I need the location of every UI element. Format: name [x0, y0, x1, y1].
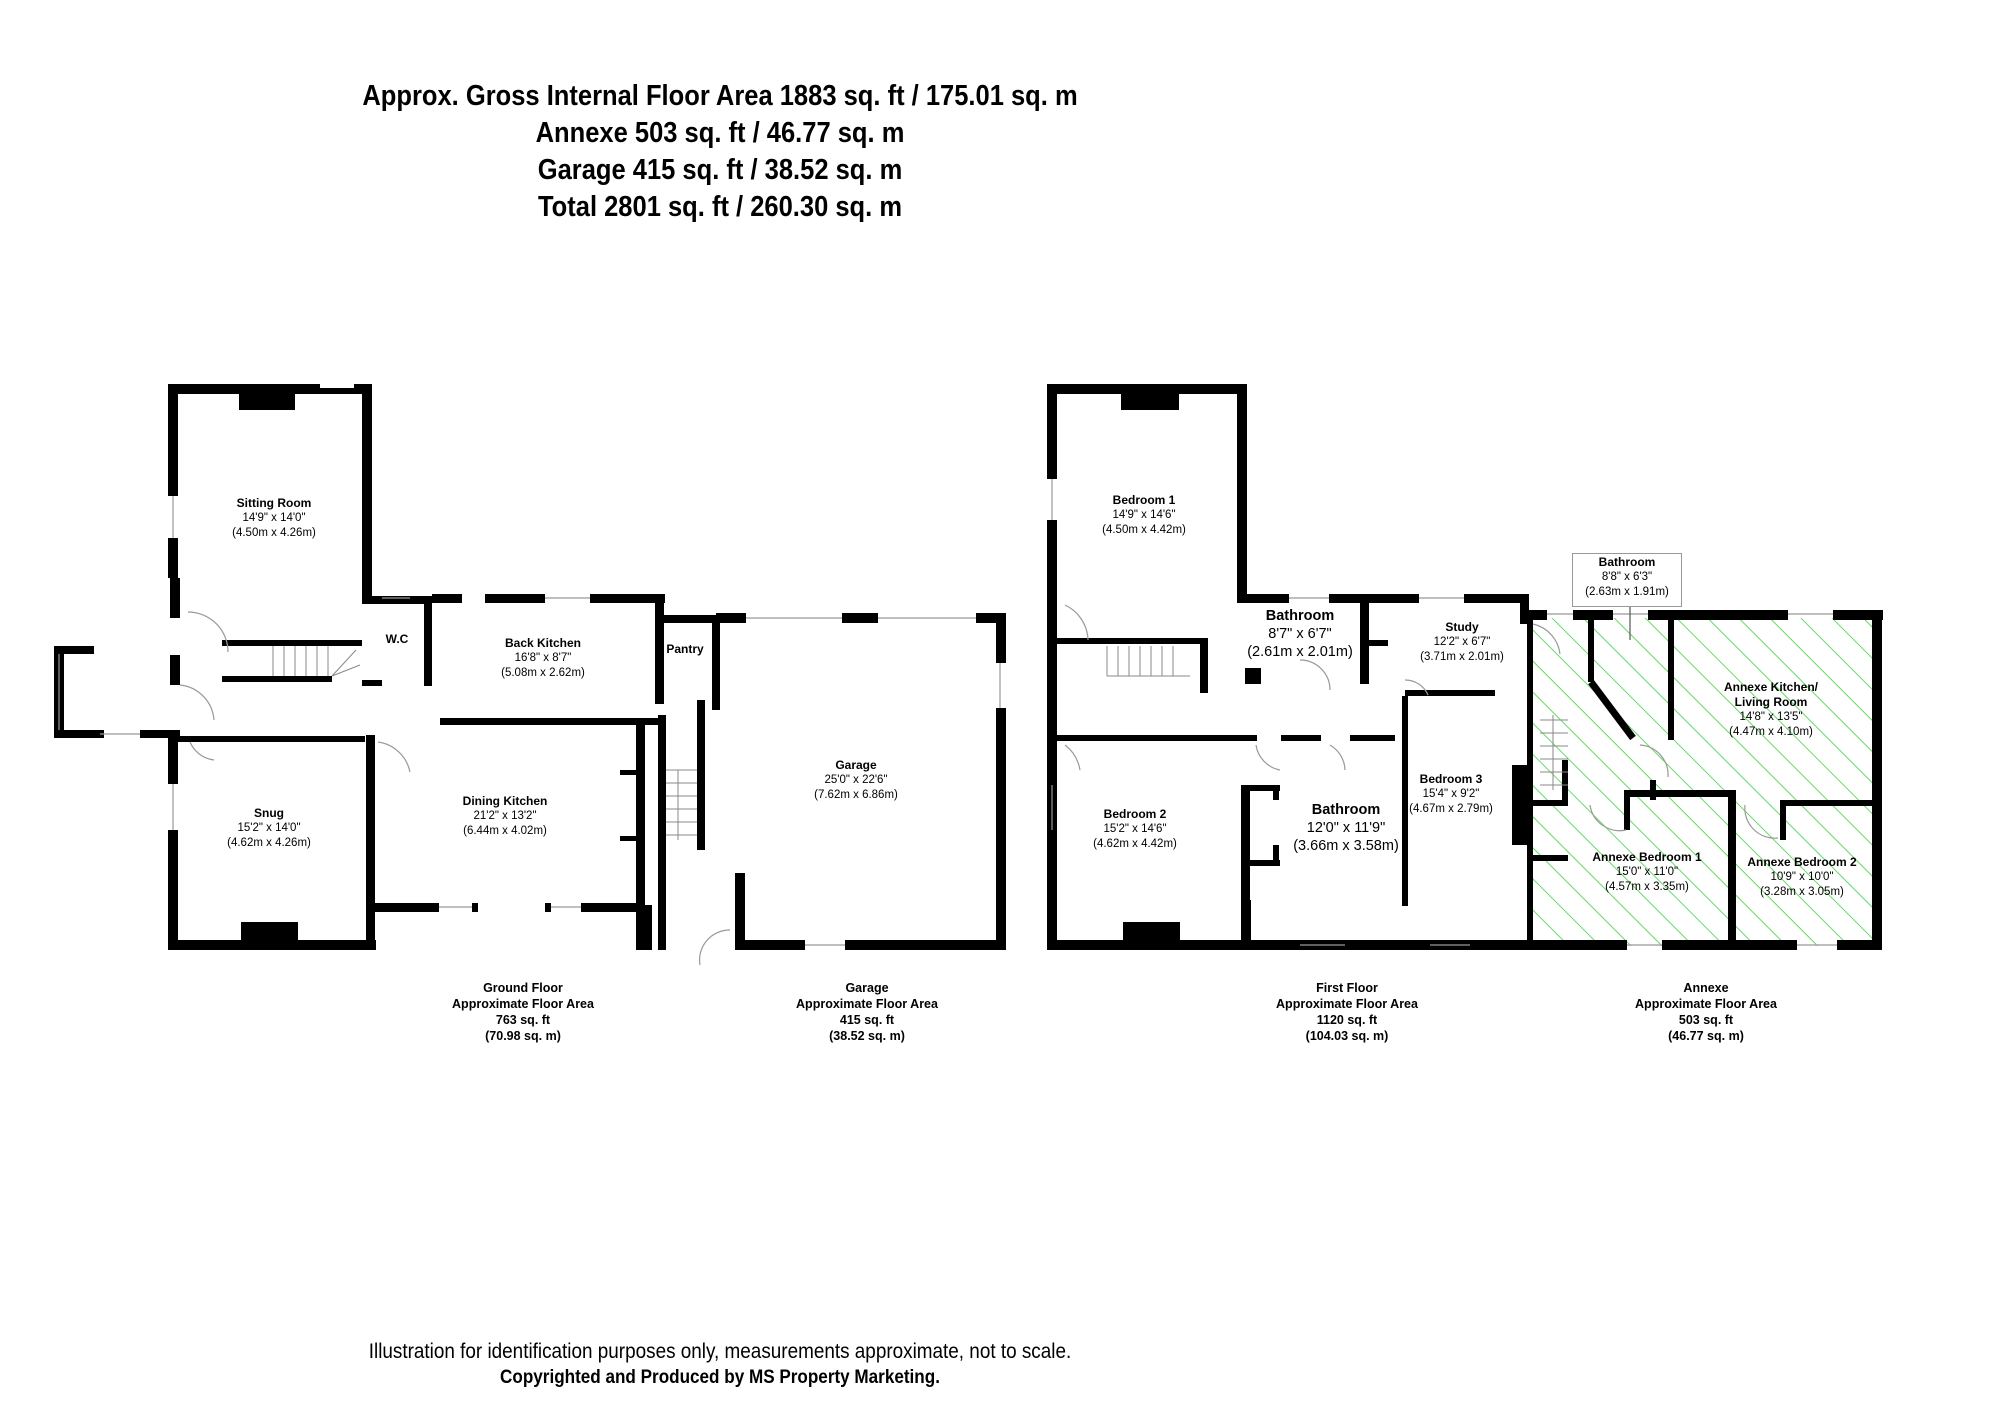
room-bedroom-3: Bedroom 3 15'4" x 9'2" (4.67m x 2.79m) [1409, 772, 1493, 815]
garage-area-caption: Garage Approximate Floor Area 415 sq. ft… [796, 981, 938, 1043]
annexe-area-caption: Annexe Approximate Floor Area 503 sq. ft… [1635, 981, 1777, 1043]
area-summary-header: Approx. Gross Internal Floor Area 1883 s… [0, 78, 1440, 226]
ground-floor-area-caption: Ground Floor Approximate Floor Area 763 … [452, 981, 594, 1043]
room-bathroom-first-small: Bathroom 8'7" x 6'7" (2.61m x 2.01m) [1247, 608, 1353, 660]
room-annexe-kitchen-living: Annexe Kitchen/ Living Room 14'8" x 13'5… [1723, 680, 1819, 738]
gross-internal-area: Approx. Gross Internal Floor Area 1883 s… [362, 80, 1078, 112]
annexe-bathroom-callout [1572, 553, 1682, 607]
room-pantry: Pantry [666, 642, 704, 656]
annexe-area: Annexe 503 sq. ft / 46.77 sq. m [535, 117, 905, 149]
annexe-plan [1527, 605, 1883, 950]
first-floor-plan [1047, 384, 1529, 950]
room-annexe-bedroom-1: Annexe Bedroom 1 15'0" x 11'0" (4.57m x … [1592, 850, 1702, 893]
room-bedroom-1: Bedroom 1 14'9" x 14'6" (4.50m x 4.42m) [1102, 493, 1186, 536]
ground-floor-details [58, 496, 1001, 966]
room-garage: Garage 25'0" x 22'6" (7.62m x 6.86m) [814, 758, 898, 801]
room-dining-kitchen: Dining Kitchen 21'2" x 13'2" (6.44m x 4.… [462, 794, 548, 837]
copyright-text: Copyrighted and Produced by MS Property … [500, 1367, 940, 1388]
room-bathroom-first-main: Bathroom 12'0" x 11'9" (3.66m x 3.58m) [1293, 802, 1399, 854]
first-floor-area-caption: First Floor Approximate Floor Area 1120 … [1276, 981, 1418, 1043]
garage-area: Garage 415 sq. ft / 38.52 sq. m [537, 154, 903, 186]
room-study: Study 12'2" x 6'7" (3.71m x 2.01m) [1420, 620, 1504, 663]
room-annexe-bathroom: Bathroom 8'8" x 6'3" (2.63m x 1.91m) [1585, 555, 1669, 598]
stairs-ground [272, 646, 697, 840]
stairs-first [1106, 646, 1190, 677]
room-bedroom-2: Bedroom 2 15'2" x 14'6" (4.62m x 4.42m) [1093, 807, 1177, 850]
disclaimer-text: Illustration for identification purposes… [368, 1340, 1072, 1363]
total-area: Total 2801 sq. ft / 260.30 sq. m [537, 191, 903, 223]
ground-floor-plan [54, 384, 1006, 950]
room-back-kitchen: Back Kitchen 16'8" x 8'7" (5.08m x 2.62m… [501, 636, 585, 679]
room-wc: W.C [385, 632, 409, 646]
room-annexe-bedroom-2: Annexe Bedroom 2 10'9" x 10'0" (3.28m x … [1747, 855, 1857, 898]
room-sitting-room: Sitting Room 14'9" x 14'0" (4.50m x 4.26… [232, 496, 316, 539]
first-floor-details [1051, 479, 1470, 946]
room-snug: Snug 15'2" x 14'0" (4.62m x 4.26m) [227, 806, 311, 849]
